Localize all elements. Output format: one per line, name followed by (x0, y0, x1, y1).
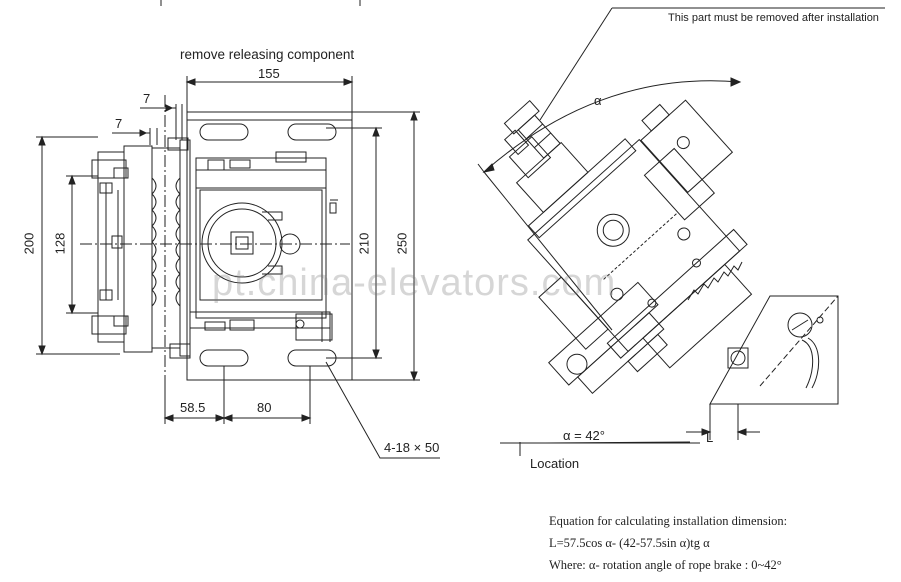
dim-200: 200 (21, 232, 37, 255)
alpha-label: α (594, 93, 602, 108)
dim-250: 250 (394, 232, 410, 255)
alpha-42-label: α = 42° (563, 428, 605, 443)
removal-note: This part must be removed after installa… (668, 12, 879, 24)
holes-label: 4-18 × 50 (384, 440, 440, 455)
dim-L: L (706, 430, 714, 445)
dim-80: 80 (257, 400, 272, 415)
location-label: Location (530, 456, 580, 471)
equation-where: Where: α- rotation angle of rope brake :… (549, 558, 782, 572)
dim-7-top: 7 (143, 91, 151, 106)
equation-title: Equation for calculating installation di… (549, 514, 788, 528)
dim-58-5: 58.5 (180, 400, 206, 415)
dim-7-bottom: 7 (115, 116, 123, 131)
equation-formula: L=57.5cos α- (42-57.5sin α)tg α (549, 536, 710, 550)
watermark: pt.china-elevators.com (212, 262, 617, 304)
releasing-label: remove releasing component (180, 47, 355, 62)
dim-155: 155 (258, 66, 280, 81)
dim-128: 128 (52, 232, 68, 255)
dim-210: 210 (356, 232, 372, 255)
